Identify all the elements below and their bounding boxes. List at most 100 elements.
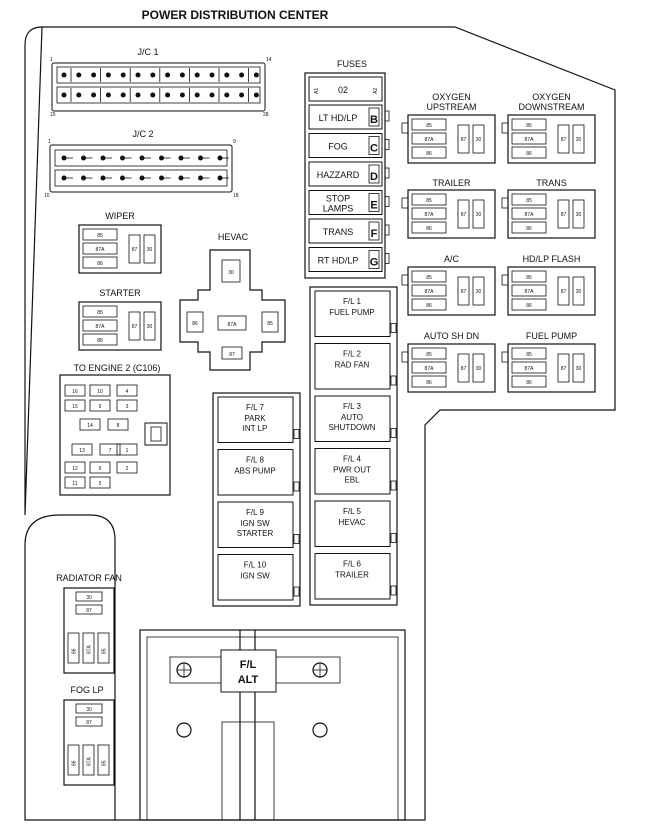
relay-pin-label: 86 <box>526 380 532 386</box>
jc2-connector[interactable]: J/C 2 1 9 10 18 <box>44 129 239 199</box>
f-l-6-desc: TRAILER <box>335 571 369 580</box>
f-l-8-id: F/L 8 <box>246 456 264 465</box>
jc2-label: J/C 2 <box>132 129 153 139</box>
jc1-pin-dot <box>209 72 215 78</box>
jc1-pin-dot <box>135 92 141 98</box>
relay-oxygen-downstream-label-line2: DOWNSTREAM <box>519 102 585 112</box>
relay-pin-label: 86 <box>426 303 432 309</box>
alt-right-bolt-icon <box>312 662 328 678</box>
fuse-c[interactable]: FOG C <box>308 133 390 158</box>
fuse-c-letter: C <box>370 143 378 155</box>
engine-pin-label: 12 <box>72 466 78 472</box>
relay-pin-label: 87A <box>525 137 535 143</box>
relay-pin-label: 86 <box>426 380 432 386</box>
engine-pin-label: 15 <box>72 404 78 410</box>
relay-pin-label: 30 <box>576 212 582 218</box>
jc1-pin-dot <box>120 72 126 78</box>
fusible-link-block-right: F/L 1 FUEL PUMP F/L 2 RAD FAN F/L 3AUTOSHUTD… <box>309 286 398 606</box>
alt-left-hole-icon <box>176 722 192 738</box>
relay-pin-label: 85 <box>102 760 108 766</box>
fuse-a1-02-a2[interactable]: A1 02 A2 <box>308 76 383 102</box>
hevac-relay[interactable]: HEVAC 30 86 87A 85 87 <box>179 232 286 371</box>
jc1-pin-dot <box>61 72 67 78</box>
f-l-9-desc: STARTER <box>237 529 274 538</box>
jc1-pin-dot <box>253 72 259 78</box>
housing-outline <box>24 26 616 821</box>
relay-pin-label: 85 <box>426 275 432 281</box>
relay-pin-label: 85 <box>426 198 432 204</box>
relay-hd-lp-flash-label: HD/LP FLASH <box>523 254 581 264</box>
relay-pin-label: 87A <box>96 324 106 330</box>
radiator-fan-label: RADIATOR FAN <box>56 573 122 583</box>
f-l-2-id: F/L 2 <box>343 350 361 359</box>
alternator-fusible-link-area: F/L ALT <box>139 629 406 821</box>
jc1-pin-dot <box>105 92 111 98</box>
relay-pin-label: 87A <box>425 289 435 295</box>
jc1-pin-14: 14 <box>266 57 272 63</box>
jc1-pin-dot <box>91 72 97 78</box>
relay-pin-label: 30 <box>86 707 92 713</box>
fusible-link-f-l-2[interactable]: F/L 2 RAD FAN <box>314 343 397 390</box>
relay-auto-sh-dn-label: AUTO SH DN <box>424 331 479 341</box>
f-l-7-desc: PARK <box>244 414 266 423</box>
engine-connector-label: TO ENGINE 2 (C106) <box>74 363 161 373</box>
relay-pin-label: 87A <box>525 366 535 372</box>
relay-pin-label: 87 <box>561 137 567 143</box>
f-l-1-desc: FUEL PUMP <box>329 308 375 317</box>
relay-pin-label: 85 <box>426 123 432 129</box>
engine-pin-label: 10 <box>97 389 103 395</box>
f-l-1-id: F/L 1 <box>343 297 361 306</box>
alt-line2: ALT <box>238 674 259 686</box>
relay-pin-label: 86 <box>526 151 532 157</box>
relay-pin-label: 85 <box>97 310 103 316</box>
relay-pin-label: 87 <box>461 137 467 143</box>
fuse-c-name: FOG <box>328 142 348 152</box>
relay-pin-label: 30 <box>576 366 582 372</box>
engine-pin-label: 13 <box>79 448 85 454</box>
relay-pin-label: 30 <box>576 137 582 143</box>
f-l-7-desc: INT LP <box>243 424 268 433</box>
relay-a-c-label: A/C <box>444 254 460 264</box>
relay-trans-label: TRANS <box>536 178 567 188</box>
relay-pin-label: 87A <box>425 366 435 372</box>
relay-pin-label: 85 <box>526 123 532 129</box>
fuse-02-label: 02 <box>338 85 348 95</box>
jc1-connector[interactable]: J/C 1 1 14 15 28 <box>50 47 272 118</box>
relay-pin-label: 87A <box>425 137 435 143</box>
hevac-label: HEVAC <box>218 232 249 242</box>
fuse-e-letter: E <box>370 200 377 212</box>
jc1-pin-dot <box>239 72 245 78</box>
relay-pin-label: 87 <box>132 247 138 253</box>
f-l-2-desc: RAD FAN <box>335 361 370 370</box>
fuse-g-name: RT HD/LP <box>318 256 359 266</box>
relay-pin-label: 86 <box>426 151 432 157</box>
fusible-link-f-l-1[interactable]: F/L 1 FUEL PUMP <box>314 290 397 337</box>
jc1-pin-dot <box>61 92 67 98</box>
